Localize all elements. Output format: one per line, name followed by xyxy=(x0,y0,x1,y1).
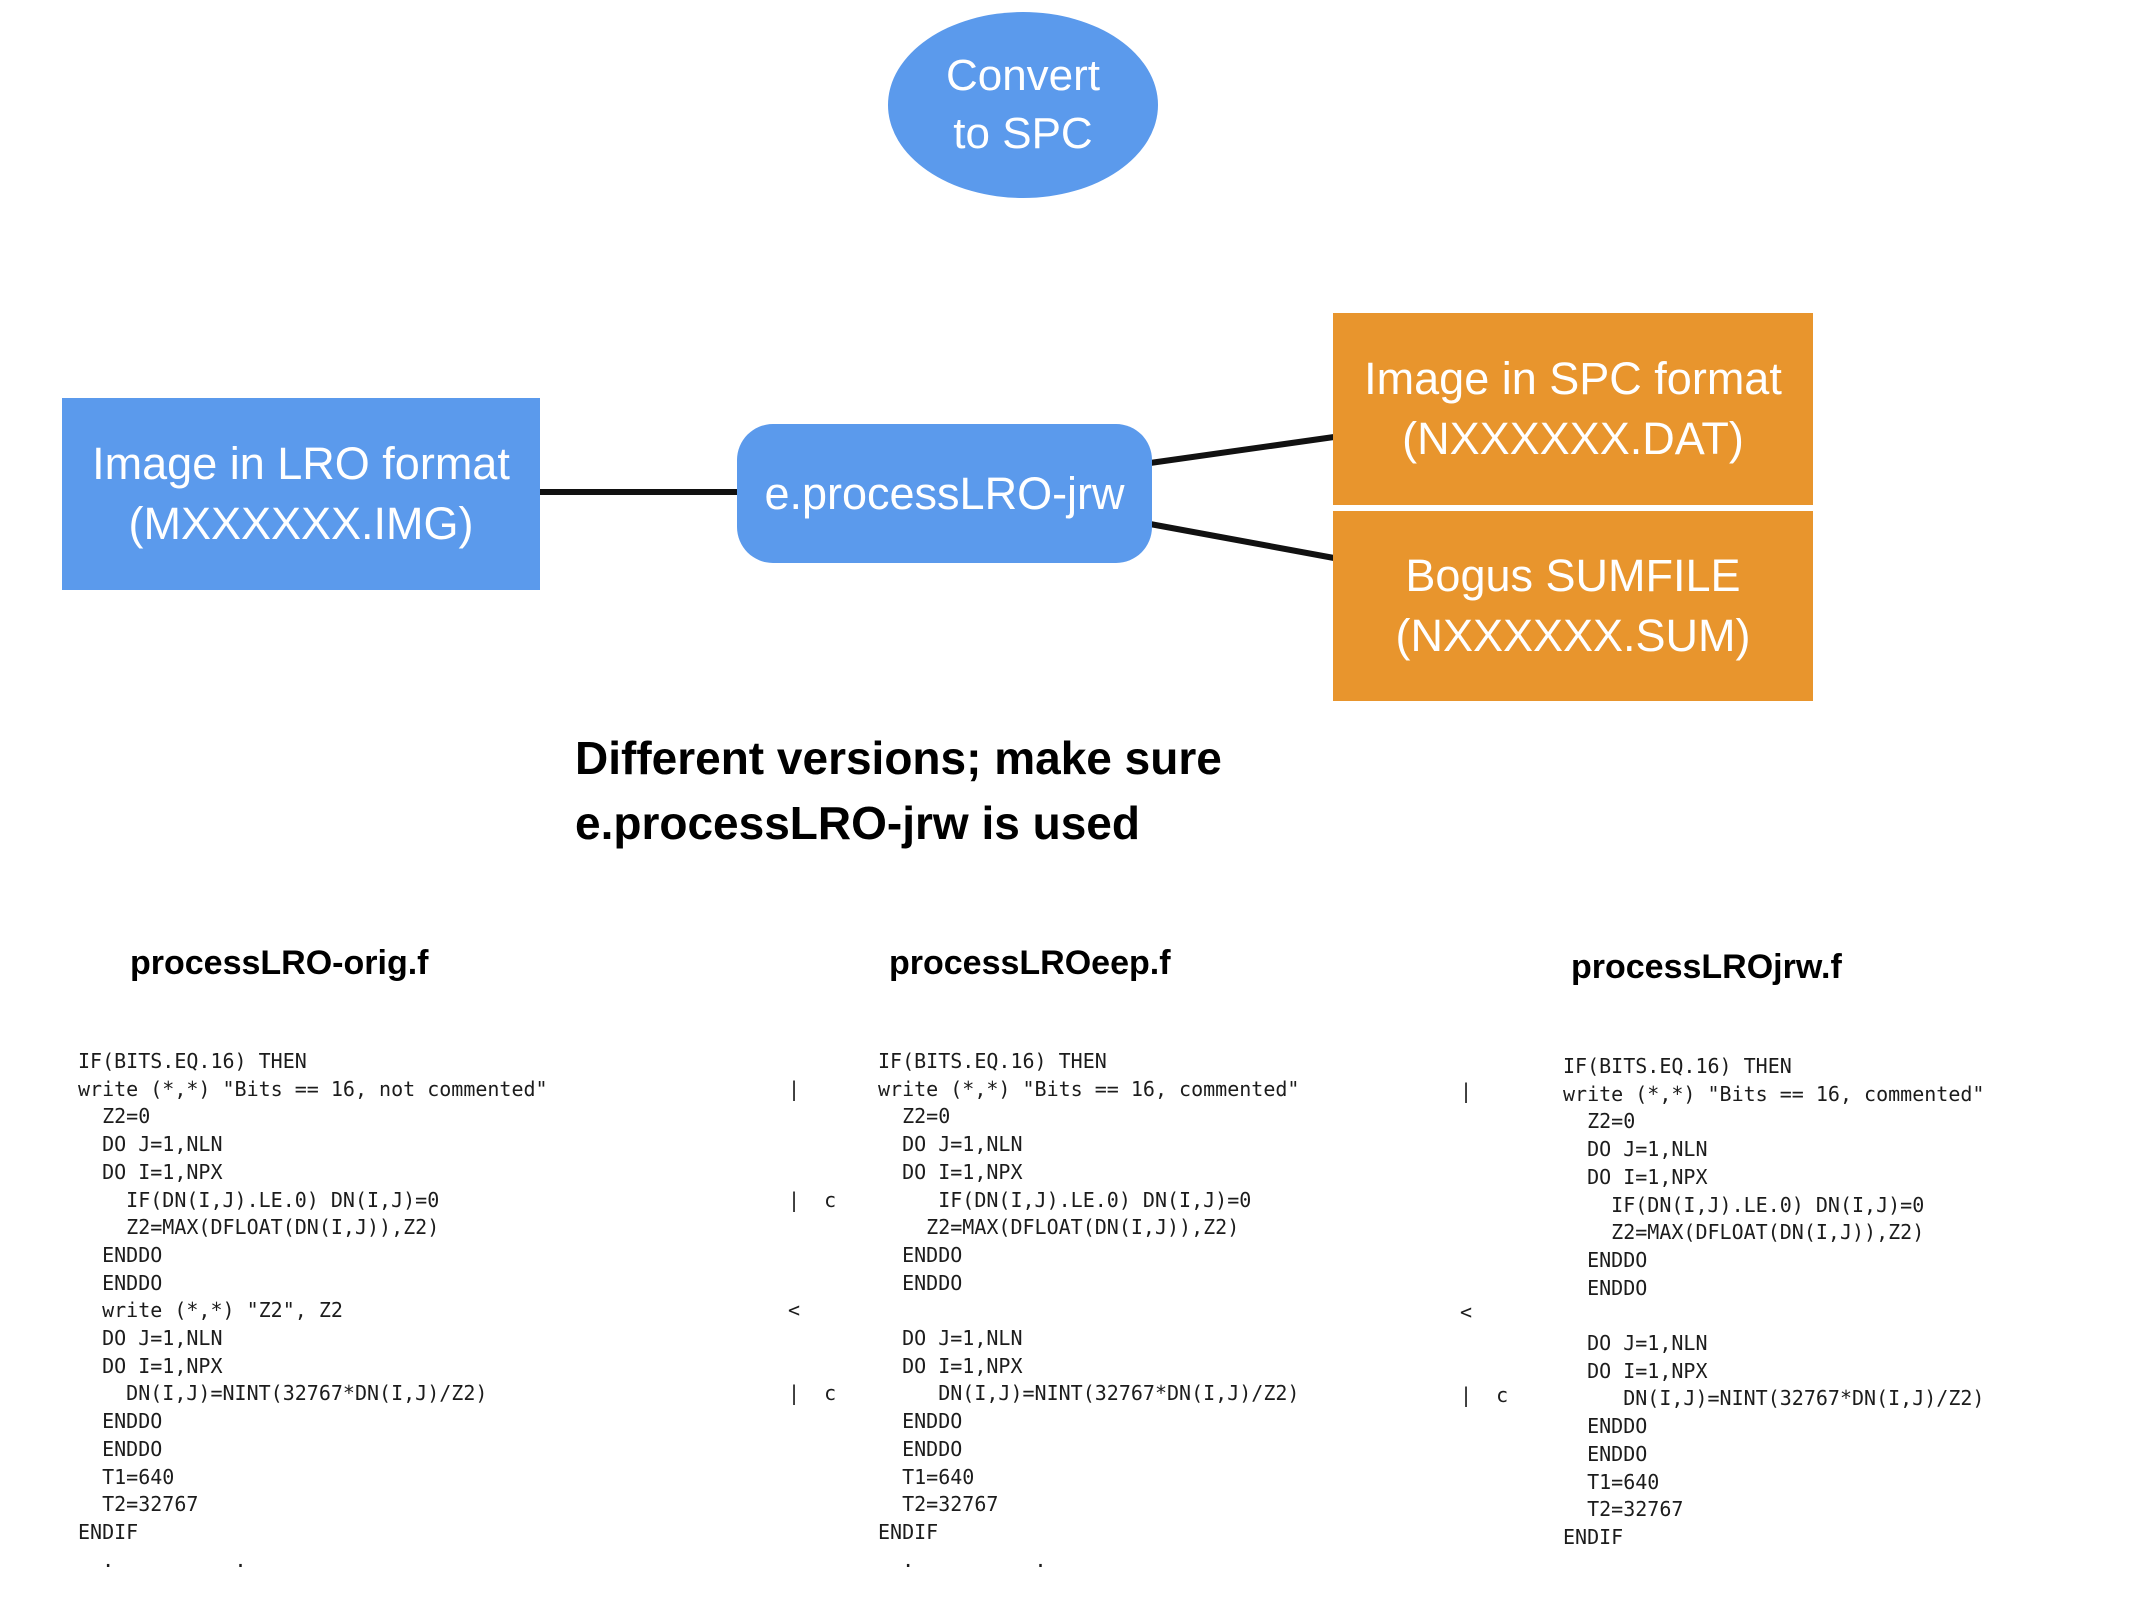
lro-input-line1: Image in LRO format xyxy=(92,438,510,489)
diff-marker: | xyxy=(788,1076,801,1101)
diff-marker: < xyxy=(1460,1300,1473,1325)
versions-warning-line2: e.processLRO-jrw is used xyxy=(575,797,1140,849)
lro-input-box: Image in LRO format (MXXXXXX.IMG) xyxy=(62,398,540,590)
connector-process-to-sum xyxy=(1149,521,1335,561)
versions-warning-caption: Different versions; make sure e.processL… xyxy=(575,726,1222,856)
lro-input-line2: (MXXXXXX.IMG) xyxy=(128,498,474,549)
diff-marker: < xyxy=(788,1298,801,1323)
diff-marker: | c xyxy=(788,1381,837,1406)
convert-to-spc-node: Convert to SPC xyxy=(888,12,1158,198)
versions-warning-line1: Different versions; make sure xyxy=(575,732,1222,784)
code-column-title-jrw: processLROjrw.f xyxy=(1571,948,1842,986)
process-node-label: e.processLRO-jrw xyxy=(764,467,1125,519)
spc-output-line2: (NXXXXXX.DAT) xyxy=(1402,413,1744,464)
code-column-title-eep: processLROeep.f xyxy=(889,944,1171,982)
sumfile-output-line1: Bogus SUMFILE xyxy=(1405,550,1741,601)
spc-output-box: Image in SPC format (NXXXXXX.DAT) xyxy=(1333,313,1813,505)
sumfile-output-box: Bogus SUMFILE (NXXXXXX.SUM) xyxy=(1333,511,1813,701)
spc-output-line1: Image in SPC format xyxy=(1364,353,1782,404)
convert-node-line2: to SPC xyxy=(953,109,1093,158)
diff-gutter-right: | < | c xyxy=(1460,1050,1550,1600)
diff-gutter-left: | | c < | c xyxy=(788,1048,878,1600)
diff-marker: | xyxy=(1460,1078,1473,1103)
convert-node-line1: Convert xyxy=(945,51,1101,100)
code-listing-eep: IF(BITS.EQ.16) THEN write (*,*) "Bits ==… xyxy=(878,1049,1300,1572)
sumfile-output-line2: (NXXXXXX.SUM) xyxy=(1395,610,1751,661)
process-node: e.processLRO-jrw xyxy=(737,424,1152,563)
code-column-title-orig: processLRO-orig.f xyxy=(130,944,429,982)
diff-marker: | c xyxy=(788,1187,837,1212)
code-listing-orig: IF(BITS.EQ.16) THEN write (*,*) "Bits ==… xyxy=(78,1049,548,1572)
connector-process-to-dat xyxy=(1149,434,1335,466)
code-listing-jrw: IF(BITS.EQ.16) THEN write (*,*) "Bits ==… xyxy=(1563,1054,1985,1549)
diff-marker: | c xyxy=(1460,1383,1509,1408)
